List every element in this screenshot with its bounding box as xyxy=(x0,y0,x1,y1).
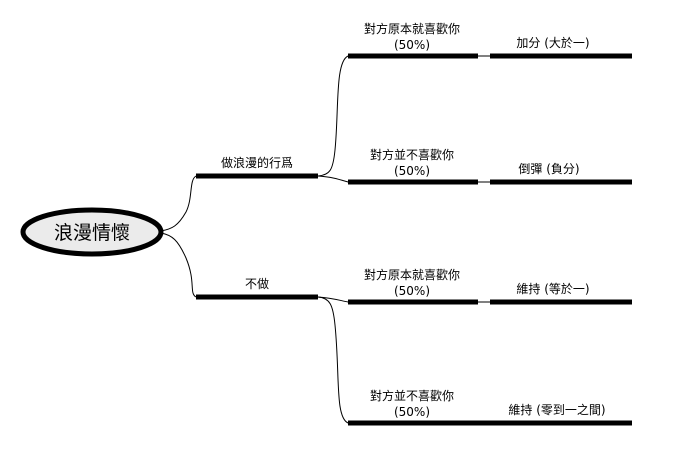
node-label: 倒彈 (負分) xyxy=(518,162,579,176)
node-label: 維持 (零到一之間) xyxy=(508,402,605,417)
node-probability-label: (50%) xyxy=(394,405,430,419)
node-label: 做浪漫的行爲 xyxy=(221,155,293,170)
node-probability-label: (50%) xyxy=(394,284,430,298)
level3-group: 加分 (大於一) 倒彈 (負分) 維持 (等於一) 維持 (零到一之間) xyxy=(478,35,632,426)
node-dislikes-you-a[interactable]: 對方並不喜歡你 (50%) xyxy=(348,147,478,185)
node-maintain-between[interactable]: 維持 (零到一之間) xyxy=(478,402,632,426)
node-label: 對方原本就喜歡你 xyxy=(364,267,460,282)
node-likes-you-b[interactable]: 對方原本就喜歡你 (50%) xyxy=(348,267,478,305)
root-ellipse xyxy=(20,207,164,257)
node-likes-you-a[interactable]: 對方原本就喜歡你 (50%) xyxy=(348,21,478,59)
node-label: 對方並不喜歡你 xyxy=(370,388,454,403)
node-do-nothing[interactable]: 不做 xyxy=(196,276,318,300)
node-label: 不做 xyxy=(245,276,269,291)
level2-group: 對方原本就喜歡你 (50%) 對方並不喜歡你 (50%) 對方原本就喜歡你 (5… xyxy=(348,21,478,426)
level1-group: 做浪漫的行爲 不做 xyxy=(196,155,318,300)
node-label: 維持 (等於一) xyxy=(516,281,589,296)
node-bonus-points[interactable]: 加分 (大於一) xyxy=(490,35,632,59)
node-backfire[interactable]: 倒彈 (負分) xyxy=(490,162,632,185)
connector-group xyxy=(160,55,490,424)
connector-root-to-do-romantic xyxy=(160,175,197,232)
node-dislikes-you-b[interactable]: 對方並不喜歡你 (50%) xyxy=(348,388,478,426)
node-maintain-equal[interactable]: 維持 (等於一) xyxy=(490,281,632,305)
node-root[interactable]: 浪漫情懷 xyxy=(20,207,164,257)
node-label: 對方原本就喜歡你 xyxy=(364,21,460,36)
connector-do-romantic-to-dislikes-a xyxy=(317,175,349,183)
node-probability-label: (50%) xyxy=(394,38,430,52)
node-do-romantic[interactable]: 做浪漫的行爲 xyxy=(196,155,318,179)
root-label: 浪漫情懷 xyxy=(54,222,130,244)
node-label: 加分 (大於一) xyxy=(516,35,589,50)
node-probability-label: (50%) xyxy=(394,164,430,178)
node-label: 對方並不喜歡你 xyxy=(370,147,454,162)
connector-do-romantic-to-likes-a xyxy=(317,55,349,177)
connector-root-to-do-nothing xyxy=(160,232,197,298)
connector-do-nothing-to-dislikes-b xyxy=(317,296,349,424)
